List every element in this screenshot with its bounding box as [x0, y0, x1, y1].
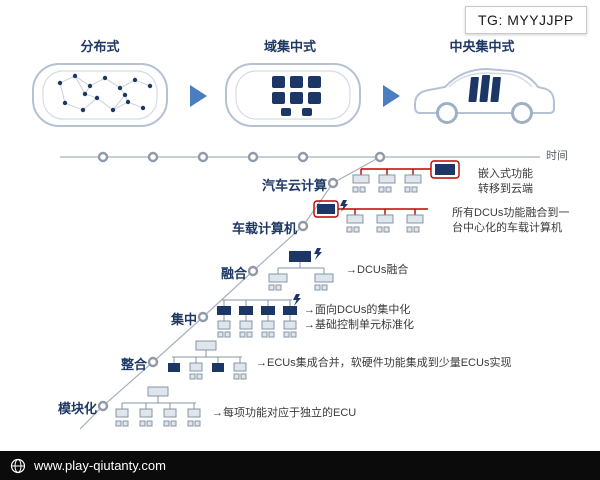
arrow-right-icon	[383, 85, 400, 107]
car-label-central: 中央集中式	[449, 39, 515, 54]
domain-controllers	[272, 76, 321, 116]
stage-desc-integration: →ECUs集成合并，软硬件功能集成到少量ECUs实现	[256, 357, 512, 369]
watermark-url: www.play-qiutanty.com	[34, 458, 166, 473]
time-axis-label: 时间	[546, 150, 568, 162]
ecu-nodes	[57, 73, 153, 113]
stage-desc-centralization: →面向DCUs的集中化 →基础控制单元标准化	[304, 304, 414, 331]
stage-icon-cloud	[352, 160, 460, 193]
stage-label-onboard-computer: 车载计算机	[231, 221, 297, 236]
stage-label-cloud-computing: 汽车云计算	[261, 178, 327, 193]
stage-icon-fusion	[268, 248, 334, 291]
car-distributed-diagram	[32, 63, 168, 127]
stage-desc-fusion: →DCUs融合	[346, 264, 409, 276]
stage-label-integration: 整合	[120, 357, 147, 372]
globe-icon	[10, 458, 26, 473]
car-label-distributed: 分布式	[80, 39, 120, 54]
stage-icon-onboard-computer	[313, 200, 428, 233]
bottom-watermark-bar: www.play-qiutanty.com	[0, 451, 600, 480]
car-central-diagram	[414, 67, 555, 124]
stage-icon-centralization	[217, 294, 301, 338]
car-label-domain: 域集中式	[263, 39, 316, 54]
stage-label-modular: 模块化	[57, 401, 97, 416]
car-domain-diagram	[225, 63, 361, 127]
stage-label-centralization: 集中	[170, 312, 197, 327]
arrow-right-icon	[190, 85, 207, 107]
central-computer	[468, 75, 501, 102]
stage-icon-modular	[115, 386, 201, 427]
stage-desc-onboard-computer: 所有DCUs功能融合到一 台中心化的车载计算机	[452, 207, 570, 234]
watermark-tg: TG: MYYJJPP	[465, 6, 587, 34]
stage-desc-cloud-computing: 嵌入式功能 转移到云端	[478, 168, 533, 195]
stage-icon-integration	[168, 340, 247, 380]
milestone-markers	[97, 151, 386, 412]
stage-label-fusion: 融合	[220, 266, 247, 281]
mesh-links	[59, 75, 151, 111]
stage-desc-modular: →每项功能对应于独立的ECU	[212, 407, 357, 419]
